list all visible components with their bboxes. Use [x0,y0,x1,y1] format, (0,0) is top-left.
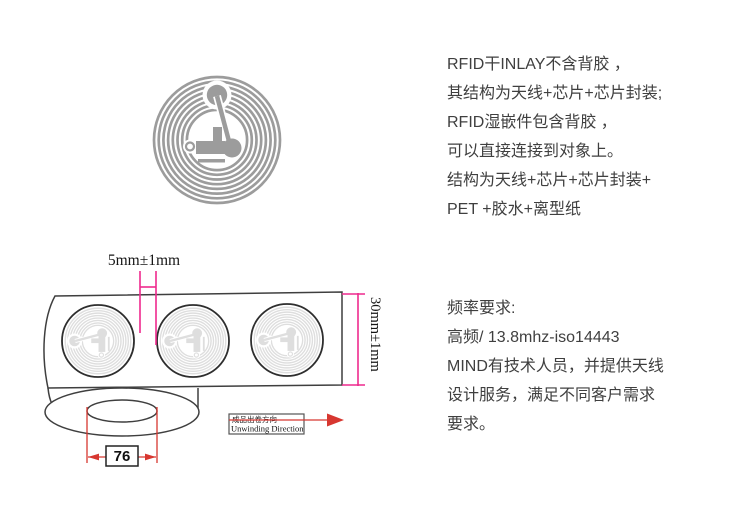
gap-dimension-label: 5mm±1mm [108,252,180,269]
rfid-coil-icon [154,77,280,203]
intro-line: RFID湿嵌件包含背胶 ， [447,114,617,131]
intro-line: PET +胶水+离型纸 [447,201,581,218]
unwinding-label-en: Unwinding Direction [231,424,304,434]
unwinding-direction-marker: 成品出卷方向 Unwinding Direction [228,413,344,435]
intro-line: 其结构为天线+芯片+芯片封装; [447,85,663,102]
frequency-text-block: 频率要求: 高频/ 13.8mhz-iso14443 MIND有技术人员，并提供… [447,294,742,439]
intro-line: 可以直接连接到对象上。 [447,143,624,160]
height-dimension-label: 30mm±1mm [367,297,383,373]
core-ellipse [86,399,158,423]
frequency-line: 频率要求: [447,300,516,317]
frequency-line: MIND有技术人员，并提供天线 [447,358,664,375]
label-row [61,303,324,378]
label-roll [44,387,200,437]
unwinding-label-cn: 成品出卷方向 [232,414,277,424]
core-dimension-label: 76 [114,448,131,465]
core-dimension: 76 [86,407,158,467]
intro-text-block: RFID干INLAY不含背胶 ， 其结构为天线+芯片+芯片封装; RFID湿嵌件… [447,50,742,224]
intro-line: RFID干INLAY不含背胶 ， [447,56,630,73]
intro-line: 结构为天线+芯片+芯片封装+ [447,172,652,189]
frequency-line: 设计服务，满足不同客户需求 [447,387,656,404]
height-dimension: 30mm±1mm [342,293,383,386]
frequency-line: 高频/ 13.8mhz-iso14443 [447,329,620,346]
unwinding-arrow-icon [327,413,344,427]
rfid-coil-icon [254,307,320,373]
rfid-coil-icon [65,308,131,374]
frequency-line: 要求。 [447,416,496,433]
gap-dimension: 5mm±1mm [108,252,180,345]
rfid-coil-icon [160,308,226,374]
